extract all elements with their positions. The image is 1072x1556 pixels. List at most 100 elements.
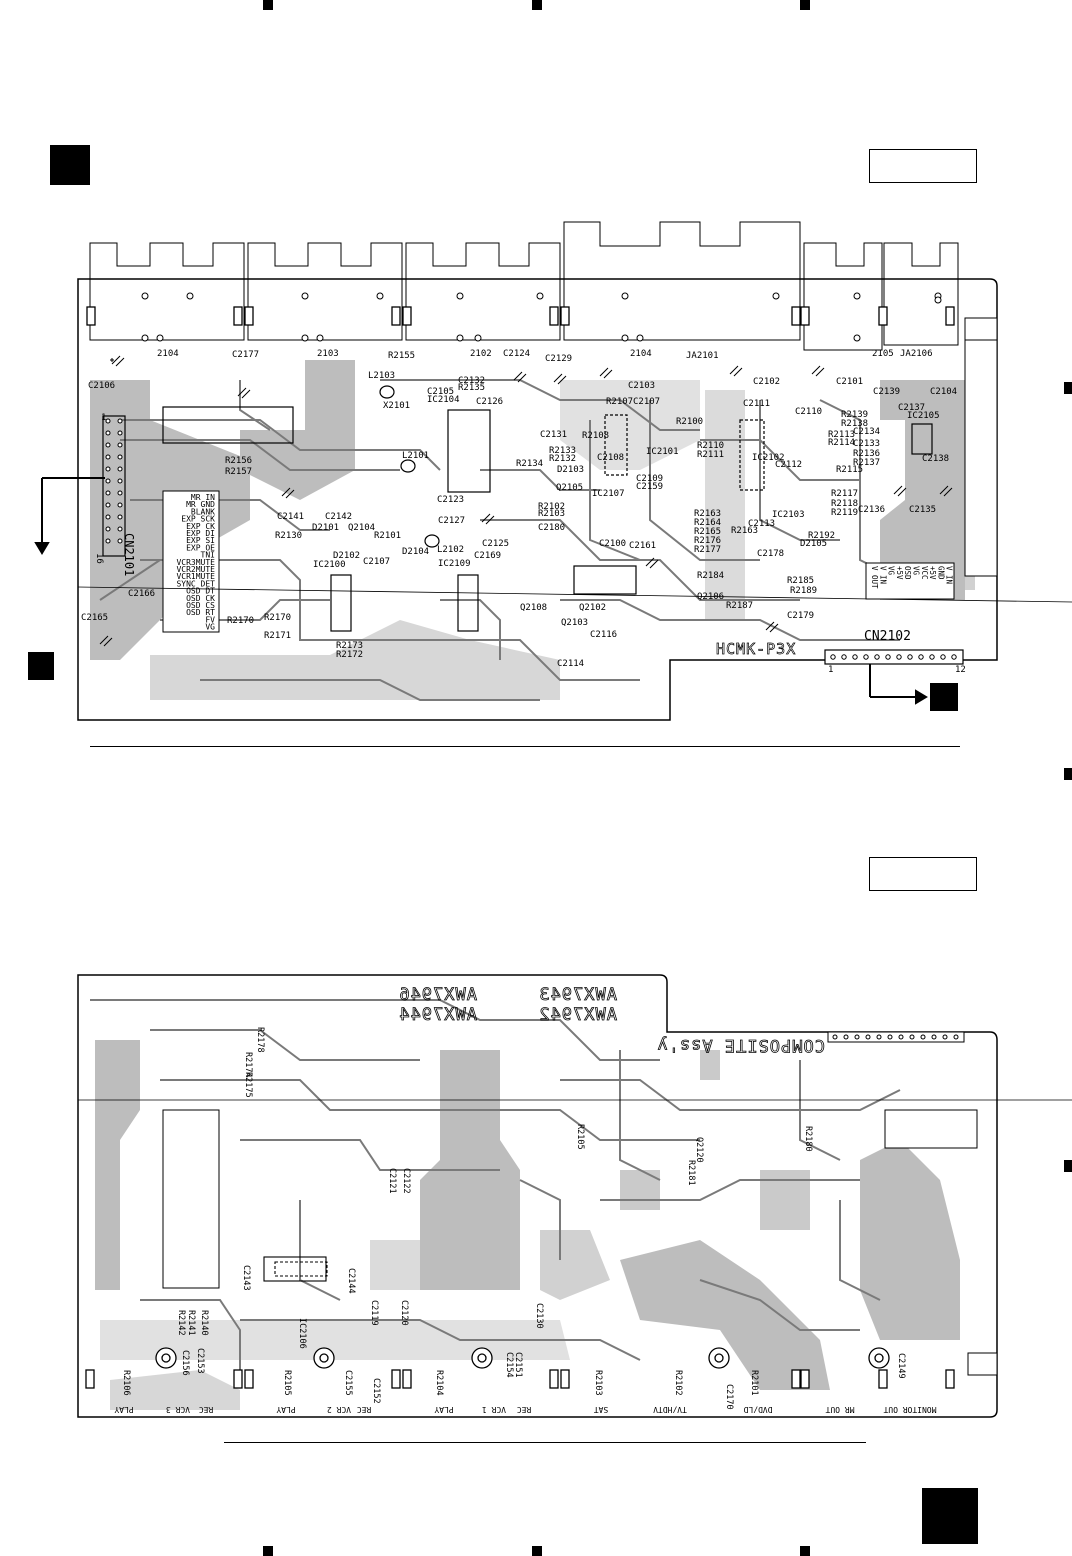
part-label-ic2107: IC2107 [592,489,625,499]
cn2101-signal: OSD CS [186,601,215,610]
pcb-code: HCMK-P3X [716,640,796,658]
cn2101-pin-first: 1 [101,413,106,423]
cn2101-signal: EXP OE [186,543,215,552]
part-label-d2105: D2105 [800,539,827,549]
cn2101-pin-last: 16 [94,553,104,564]
bottom-ic-outlines [263,1256,328,1282]
bottom-jack-label: VCR 1 [482,1405,506,1414]
top-arrows [34,477,928,705]
part-label-l2102: L2102 [437,545,464,555]
bottom-jack-rings [155,1347,890,1369]
part-label-c2156: C2156 [180,1350,190,1376]
part-label-q2103: Q2103 [561,618,588,628]
cn2102-signal: V IN [878,566,887,584]
cn2101-signal: EXP SCK [181,515,215,524]
separator-rule-top [90,746,960,747]
cn2102-pin-first: 1 [828,665,833,675]
part-label-r2163b: R2163 [731,526,758,536]
jack-label: 2105 [872,349,894,359]
part-label-r2187: R2187 [726,601,753,611]
part-label-c2110: C2110 [795,407,822,417]
bottom-jack-label: VCR 3 [166,1405,190,1414]
part-label-q2102: Q2102 [579,603,606,613]
side-mark-3 [1064,1160,1072,1172]
index-square-connector [930,683,958,711]
part-label-c2127: C2127 [438,516,465,526]
part-label-c2109: C2109 [636,474,663,484]
part-label-c2133: C2133 [853,439,880,449]
jack-extra-2: JA2106 [900,349,933,359]
model-line-3: AWX7943 [538,985,617,1005]
top-ic-outlines [162,406,933,632]
cn2101-signal: FV [205,615,215,624]
part-label-c2114: C2114 [557,659,584,669]
part-label-r2135: R2135 [458,383,485,393]
part-label-c2165: C2165 [81,613,108,623]
part-label-c2170: C2170 [724,1384,734,1410]
part-label-c2119: C2119 [369,1300,379,1326]
bottom-jack-label: SAT [594,1405,609,1414]
cn2101-signal: EXP DI [186,529,215,538]
crop-mark-top-1 [263,0,273,10]
part-label-r2163: R2163 [694,509,721,519]
part-label-r2101: R2101 [374,531,401,541]
cn2101-signal: VCR2MUTE [176,565,215,574]
cn2101-signal: SYNC DET [176,579,215,588]
bottom-jack-label: REC [357,1405,372,1414]
cn2102-signal: V IN [945,566,954,584]
part-label-r2108: R2108 [582,431,609,441]
part-label-l2103: L2103 [368,371,395,381]
part-label-r2136: R2136 [853,449,880,459]
index-square-page-corner [922,1488,978,1544]
separator-rule-bottom [224,1442,866,1443]
part-label-c2137: C2137 [898,403,925,413]
index-square-side [28,652,54,680]
bottom-jack-label: REC [517,1405,532,1414]
part-label-c2159: C2159 [636,482,663,492]
part-label-c2104: C2104 [930,387,957,397]
part-label-r2111: R2111 [697,450,724,460]
part-label-r2139: R2139 [841,410,868,420]
part-label-r2140: R2140 [199,1310,209,1336]
cn2102-label: CN2102 [864,629,911,644]
crop-mark-bottom-2 [532,1546,542,1556]
part-label-c2144: C2144 [346,1268,356,1294]
part-label-c2153: C2153 [195,1348,205,1374]
part-label-r2118: R2118 [831,499,858,509]
part-label-c2106: C2106 [88,381,115,391]
part-label-r2101: R2101 [749,1370,759,1396]
cn2102-signal: VG [887,566,896,576]
cn2102-signal-box [865,562,955,600]
part-label-ic2105: IC2105 [907,411,940,421]
part-label-c2179: C2179 [787,611,814,621]
part-label-c2111: C2111 [743,399,770,409]
part-label-c2132: C2132 [458,376,485,386]
view-label-box-bottom [869,857,977,891]
part-label-c2169: C2169 [474,551,501,561]
part-label-ic2102: IC2102 [752,453,785,463]
bottom-jack-label: PLAY [276,1405,295,1414]
part-label-c2151: C2151 [513,1352,523,1378]
cn2102-signal: OSD [903,566,912,580]
part-label-c2126: C2126 [476,397,503,407]
part-label-c2152: C2152 [371,1378,381,1404]
part-label-r2184: R2184 [697,571,724,581]
part-label-d2102: D2102 [333,551,360,561]
part-label-c2130: C2130 [534,1303,544,1329]
side-mark-2 [1064,768,1072,780]
top-jack-housings [89,221,959,351]
part-label-c2124: C2124 [503,349,530,359]
cn2101-signal: EXP SI [186,536,215,545]
jack-label: 2103 [317,349,339,359]
part-label-c2112: C2112 [775,460,802,470]
cn2102-signal: +5V [895,566,904,580]
part-label-r2130: R2130 [275,531,302,541]
bottom-pin-header [827,1031,965,1043]
part-label-ic2106: IC2106 [297,1318,307,1349]
top-traces [99,379,901,701]
part-label-r2165: R2165 [694,527,721,537]
part-label-c2125: C2125 [482,539,509,549]
part-label-r2114: R2114 [828,438,855,448]
bottom-jack-label: PLAY [434,1405,453,1414]
part-label-c2122: C2122 [401,1168,411,1194]
